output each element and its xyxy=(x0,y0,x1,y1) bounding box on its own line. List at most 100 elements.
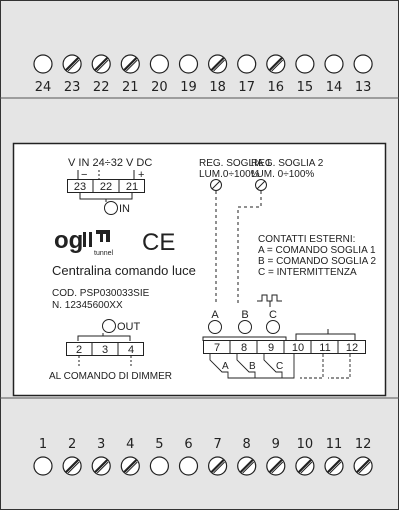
top-terminal-number: 15 xyxy=(297,80,314,95)
contact-label: A xyxy=(222,361,229,372)
bottom-screw-terminal[interactable] xyxy=(62,456,82,476)
bottom-terminal-number: 3 xyxy=(97,437,105,452)
in-led xyxy=(104,201,118,215)
bottom-screw-terminal[interactable] xyxy=(353,456,373,476)
bottom-terminal-number: 10 xyxy=(297,437,314,452)
bottom-screw-terminal[interactable] xyxy=(324,456,344,476)
top-terminal-number: 14 xyxy=(326,80,343,95)
bottom-screw-terminal[interactable] xyxy=(295,456,315,476)
top-terminal-number: 23 xyxy=(64,80,81,95)
top-terminal-hole[interactable] xyxy=(149,54,169,74)
top-terminal-number: 17 xyxy=(238,80,255,95)
contact-label: B xyxy=(249,361,256,372)
top-terminal-number: 22 xyxy=(93,80,110,95)
product-code: COD. PSP030033SIE xyxy=(52,288,150,299)
top-terminal-number: 21 xyxy=(122,80,139,95)
top-terminal-hole[interactable] xyxy=(324,54,344,74)
supply-plus: + xyxy=(138,169,144,181)
top-screw-terminal[interactable] xyxy=(62,54,82,74)
pot2-range: LUM. 0÷100% xyxy=(251,169,314,180)
bottom-terminal-number: 7 xyxy=(213,437,221,452)
led-b xyxy=(238,320,252,334)
top-terminal-number: 18 xyxy=(209,80,226,95)
contact-terminal: 7 xyxy=(214,342,220,354)
top-terminal-row: 24 23 22 21 20 19 18 17 16 15 14 13 xyxy=(33,54,373,95)
bottom-terminal-number: 12 xyxy=(355,437,372,452)
contact-terminal: 9 xyxy=(268,342,274,354)
out-terminal-block xyxy=(66,342,144,356)
bottom-terminal-number: 8 xyxy=(243,437,251,452)
ext-c: C = INTERMITTENZA xyxy=(258,267,357,278)
top-screw-terminal[interactable] xyxy=(266,54,286,74)
pot1-title: REG. SOGLIA 1 xyxy=(199,158,272,169)
top-terminal-number: 16 xyxy=(268,80,285,95)
out-led xyxy=(102,319,116,333)
product-name: Centralina comando luce xyxy=(52,263,196,278)
supply-terminal: 21 xyxy=(126,181,138,193)
bottom-terminal-number: 11 xyxy=(326,437,343,452)
bottom-terminal-number: 9 xyxy=(272,437,280,452)
bottom-screw-terminal[interactable] xyxy=(208,456,228,476)
bottom-terminal-number: 5 xyxy=(155,437,163,452)
brand-sub: tunnel xyxy=(94,250,114,257)
bottom-screw-terminal[interactable] xyxy=(266,456,286,476)
top-terminal-number: 19 xyxy=(180,80,197,95)
supply-label: V IN 24÷32 V DC xyxy=(68,157,152,169)
bottom-screw-terminal[interactable] xyxy=(120,456,140,476)
bottom-terminal-hole[interactable] xyxy=(178,456,199,476)
top-terminal-hole[interactable] xyxy=(237,54,257,74)
bottom-screw-terminal[interactable] xyxy=(91,456,111,476)
contact-terminal: 11 xyxy=(319,342,330,354)
brand-text: og xyxy=(54,227,83,254)
top-terminal-hole[interactable] xyxy=(178,54,199,74)
supply-minus: − xyxy=(81,169,87,181)
supply-terminal: 23 xyxy=(74,181,86,193)
bottom-terminal-hole[interactable] xyxy=(33,456,53,476)
top-screw-terminal[interactable] xyxy=(91,54,111,74)
bottom-terminal-number: 1 xyxy=(39,437,47,452)
contact-terminal: 10 xyxy=(292,342,304,354)
bottom-terminal-hole[interactable] xyxy=(149,456,169,476)
pot2-title: REG. SOGLIA 2 xyxy=(251,158,324,169)
contact-terminal: 12 xyxy=(346,342,358,354)
pot1-range: LUM.0÷100% xyxy=(199,169,260,180)
top-terminal-number: 13 xyxy=(355,80,372,95)
contact-label: C xyxy=(276,361,283,372)
bottom-screw-terminal[interactable] xyxy=(237,456,257,476)
in-label: IN xyxy=(119,203,130,215)
serial-number: N. 12345600XX xyxy=(52,300,123,311)
ext-title: CONTATTI ESTERNI: xyxy=(258,234,355,245)
ext-a: A = COMANDO SOGLIA 1 xyxy=(258,245,376,256)
dimmer-label: AL COMANDO DI DIMMER xyxy=(49,371,172,382)
supply-terminal-block xyxy=(67,179,145,193)
top-screw-terminal[interactable] xyxy=(208,54,228,74)
out-terminal: 3 xyxy=(102,344,108,356)
pot2-knob[interactable] xyxy=(255,179,267,191)
out-terminal: 4 xyxy=(128,344,134,356)
oglio-logo: og tunnel xyxy=(54,227,114,257)
top-terminal-hole[interactable] xyxy=(33,54,53,74)
supply-terminal: 22 xyxy=(100,181,112,193)
top-screw-terminal[interactable] xyxy=(120,54,140,74)
led-a xyxy=(208,320,222,334)
ext-b: B = COMANDO SOGLIA 2 xyxy=(258,256,377,267)
bottom-terminal-number: 6 xyxy=(184,437,192,452)
bottom-terminal-number: 2 xyxy=(68,437,76,452)
led-label: B xyxy=(241,309,248,321)
bottom-terminal-number: 4 xyxy=(126,437,134,452)
led-label: A xyxy=(211,309,219,321)
top-terminal-number: 24 xyxy=(35,80,52,95)
contact-terminal: 8 xyxy=(241,342,247,354)
out-terminal: 2 xyxy=(76,344,82,356)
top-terminal-hole[interactable] xyxy=(353,54,373,74)
top-terminal-hole[interactable] xyxy=(295,54,315,74)
led-label: C xyxy=(269,309,277,321)
led-c xyxy=(266,320,280,334)
pot1-knob[interactable] xyxy=(210,179,222,191)
ce-mark: CE xyxy=(142,229,175,256)
top-terminal-number: 20 xyxy=(151,80,168,95)
out-label: OUT xyxy=(117,321,141,333)
